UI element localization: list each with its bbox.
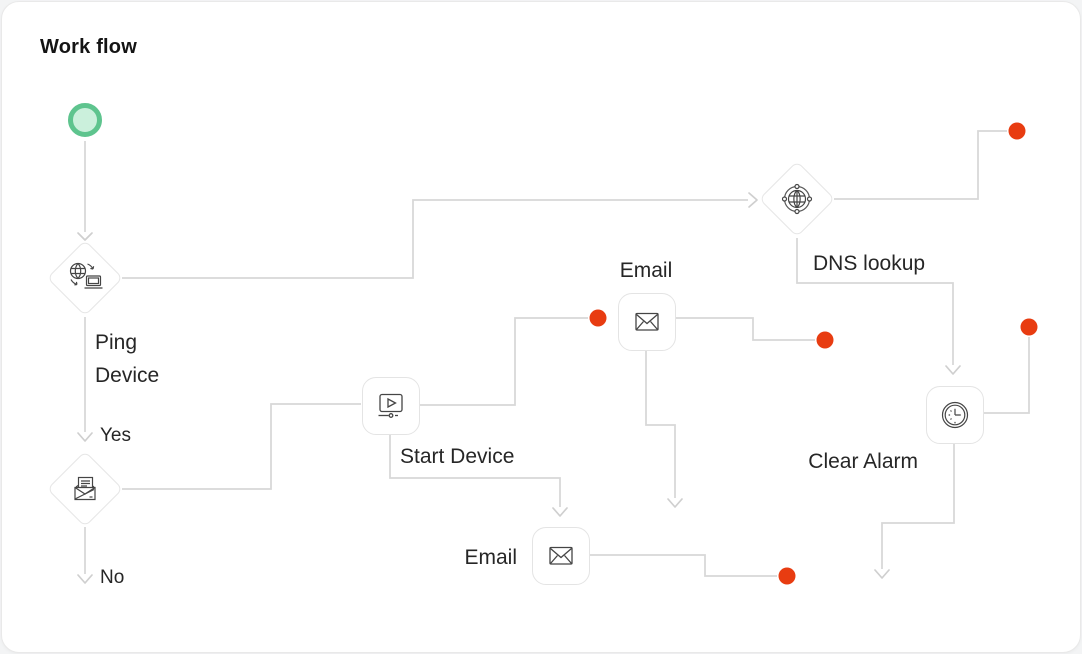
connector-dns-to-dot (834, 130, 1007, 200)
endpoint-dots (589, 122, 1038, 585)
endpoint-dot[interactable] (1008, 122, 1026, 140)
endpoint-dot[interactable] (1020, 318, 1038, 336)
node-label-dns-lookup: DNS lookup (813, 252, 926, 275)
arrow-into-ping (77, 232, 93, 241)
mail-envelope-icon (635, 312, 659, 331)
arrow-into-dns (748, 192, 758, 208)
connector-clearalarm-down (881, 442, 955, 569)
node-ping-device[interactable] (46, 239, 124, 317)
arrow-clearalarm-end (874, 569, 890, 579)
branch-label-yes: Yes (100, 425, 131, 446)
open-mail-icon (74, 476, 96, 501)
branch-label-no: No (100, 567, 125, 588)
node-label-email-bottom: Email (464, 546, 517, 569)
endpoint-dot[interactable] (816, 331, 834, 349)
arrow-into-clearalarm (945, 365, 961, 375)
connector-dns-to-clearalarm (796, 238, 954, 365)
node-label-email-top: Email (619, 259, 673, 282)
play-media-icon (378, 393, 403, 418)
endpoint-dot[interactable] (778, 567, 796, 585)
connectors (84, 130, 1030, 577)
connector-emailbottom-to-dot (588, 554, 777, 577)
arrow-into-emailbottom (552, 507, 568, 517)
connector-startdevice-to-emailbottom (389, 434, 561, 507)
node-clear-alarm[interactable] (926, 386, 984, 444)
arrow-no (77, 574, 93, 584)
globe-orbit-icon (781, 183, 813, 215)
node-email-decision[interactable] (46, 450, 124, 528)
node-label-start-device: Start Device (400, 445, 515, 468)
mail-envelope-icon (549, 546, 573, 565)
arrow-yes (77, 432, 93, 442)
node-start-device[interactable] (362, 377, 420, 435)
connector-clearalarm-to-dot (983, 337, 1030, 414)
start-circle-icon[interactable] (68, 103, 102, 137)
page-title: Work flow (40, 36, 137, 58)
arrowheads (77, 192, 961, 584)
node-email-top[interactable] (618, 293, 676, 351)
clock-icon (941, 401, 969, 429)
connector-emailtop-to-dot (675, 317, 815, 341)
connector-decision-to-startdevice (122, 403, 361, 490)
node-dns-lookup[interactable] (758, 160, 836, 238)
connector-startdevice-to-dot (419, 317, 588, 406)
connector-ping-to-dns (122, 199, 748, 279)
node-email-bottom[interactable] (532, 527, 590, 585)
globe-laptop-sync-icon (69, 262, 103, 289)
node-label-ping-device: Ping Device (95, 331, 160, 387)
arrow-emailtop-end (667, 498, 683, 508)
node-label-clear-alarm: Clear Alarm (808, 450, 918, 473)
connector-emailtop-down (645, 349, 676, 498)
endpoint-dot[interactable] (589, 309, 607, 327)
